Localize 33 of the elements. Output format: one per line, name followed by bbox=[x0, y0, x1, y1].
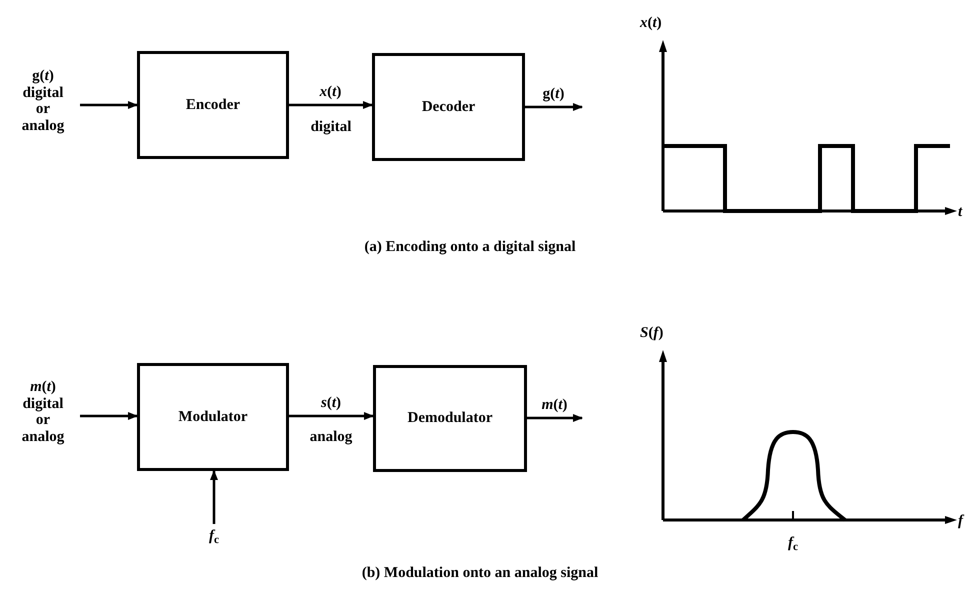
axis-label: f bbox=[958, 512, 966, 531]
caption: (b) Modulation onto an analog signal bbox=[360, 564, 600, 583]
signal-text: g(t) bbox=[32, 68, 54, 84]
arrow bbox=[525, 103, 583, 111]
axis-label: x(t) bbox=[640, 14, 663, 33]
arrow bbox=[289, 101, 373, 109]
axis-label: S(f) bbox=[640, 324, 664, 343]
edge-label: g(t) bbox=[542, 85, 566, 104]
process-box bbox=[373, 365, 527, 472]
axis-label: analog bbox=[308, 428, 354, 447]
signal-text: digital or analog bbox=[20, 396, 66, 445]
block-name: Decoder bbox=[422, 98, 476, 117]
caption: (a) Encoding onto a digital signal bbox=[363, 238, 577, 257]
process-box bbox=[137, 51, 289, 159]
process-box bbox=[137, 363, 289, 471]
edge-label: m(t) bbox=[540, 396, 568, 415]
arrow bbox=[80, 412, 138, 420]
signal-text: f$_{c}$ bbox=[209, 528, 219, 544]
signal-text: m(t) bbox=[30, 379, 56, 396]
arrow bbox=[527, 414, 583, 422]
block-name: Encoder bbox=[186, 96, 240, 115]
block-name: Demodulator bbox=[408, 409, 492, 428]
arrow bbox=[289, 412, 374, 420]
arrow bbox=[210, 470, 218, 524]
edge-label: x(t) bbox=[318, 83, 342, 102]
edge-label: s(t) bbox=[320, 394, 342, 413]
arrow bbox=[80, 101, 138, 109]
signal-text: digital or analog bbox=[20, 84, 66, 134]
axis-label: f$_{c}$ bbox=[787, 534, 799, 554]
process-box bbox=[372, 53, 525, 161]
axis-label: t bbox=[958, 203, 964, 222]
block-name: Modulator bbox=[178, 408, 248, 427]
axis-label: digital bbox=[310, 118, 352, 137]
